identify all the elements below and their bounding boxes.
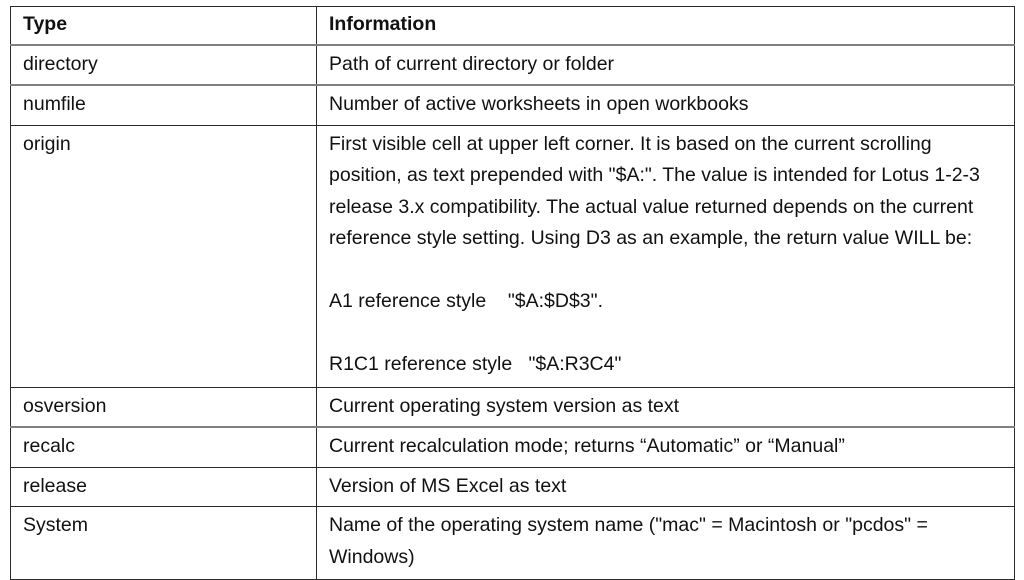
column-header-information: Information — [316, 6, 1015, 46]
origin-a1-value: "$A:$D$3". — [507, 290, 603, 312]
document-page: Type Information directory Path of curre… — [10, 6, 1015, 580]
cell-information-directory: Path of current directory or folder — [316, 44, 1015, 86]
cell-information-numfile: Number of active worksheets in open work… — [316, 84, 1015, 126]
origin-spacer-2 — [329, 318, 1004, 350]
origin-a1-label: A1 reference style — [329, 290, 487, 312]
cell-information-osversion: Current operating system version as text — [316, 386, 1015, 428]
cell-information-recalc: Current recalculation mode; returns “Aut… — [316, 426, 1015, 468]
cell-information-release: Version of MS Excel as text — [316, 466, 1015, 507]
info-function-types-table: Type Information directory Path of curre… — [10, 6, 1015, 580]
table-row-directory: directory Path of current directory or f… — [10, 44, 1015, 86]
cell-type-osversion: osversion — [10, 386, 317, 428]
table-row-system: System Name of the operating system name… — [10, 506, 1015, 580]
origin-r1c1-label: R1C1 reference style — [329, 353, 513, 375]
cell-type-origin: origin — [10, 124, 317, 388]
table-body: directory Path of current directory or f… — [10, 44, 1015, 580]
table-header-row: Type Information — [10, 6, 1015, 46]
origin-r1c1-value: "$A:R3C4" — [528, 353, 622, 375]
table-row-numfile: numfile Number of active worksheets in o… — [10, 84, 1015, 126]
cell-information-origin: First visible cell at upper left corner.… — [316, 124, 1015, 388]
cell-type-system: System — [10, 506, 317, 580]
table-row-recalc: recalc Current recalculation mode; retur… — [10, 426, 1015, 468]
origin-spacer-1 — [329, 255, 1004, 287]
origin-description-paragraph: First visible cell at upper left corner.… — [329, 132, 986, 250]
table-header: Type Information — [10, 6, 1015, 46]
cell-type-directory: directory — [10, 44, 317, 86]
cell-type-release: release — [10, 466, 317, 507]
cell-type-recalc: recalc — [10, 426, 317, 468]
origin-r1c1-reference-line: R1C1 reference style "$A:R3C4" — [329, 349, 1004, 381]
column-header-type: Type — [10, 6, 317, 46]
cell-information-system: Name of the operating system name ("mac"… — [316, 506, 1015, 580]
origin-a1-reference-line: A1 reference style "$A:$D$3". — [329, 286, 1004, 318]
table-row-origin: origin First visible cell at upper left … — [10, 124, 1015, 388]
table-row-release: release Version of MS Excel as text — [10, 466, 1015, 507]
cell-type-numfile: numfile — [10, 84, 317, 126]
table-row-osversion: osversion Current operating system versi… — [10, 386, 1015, 428]
